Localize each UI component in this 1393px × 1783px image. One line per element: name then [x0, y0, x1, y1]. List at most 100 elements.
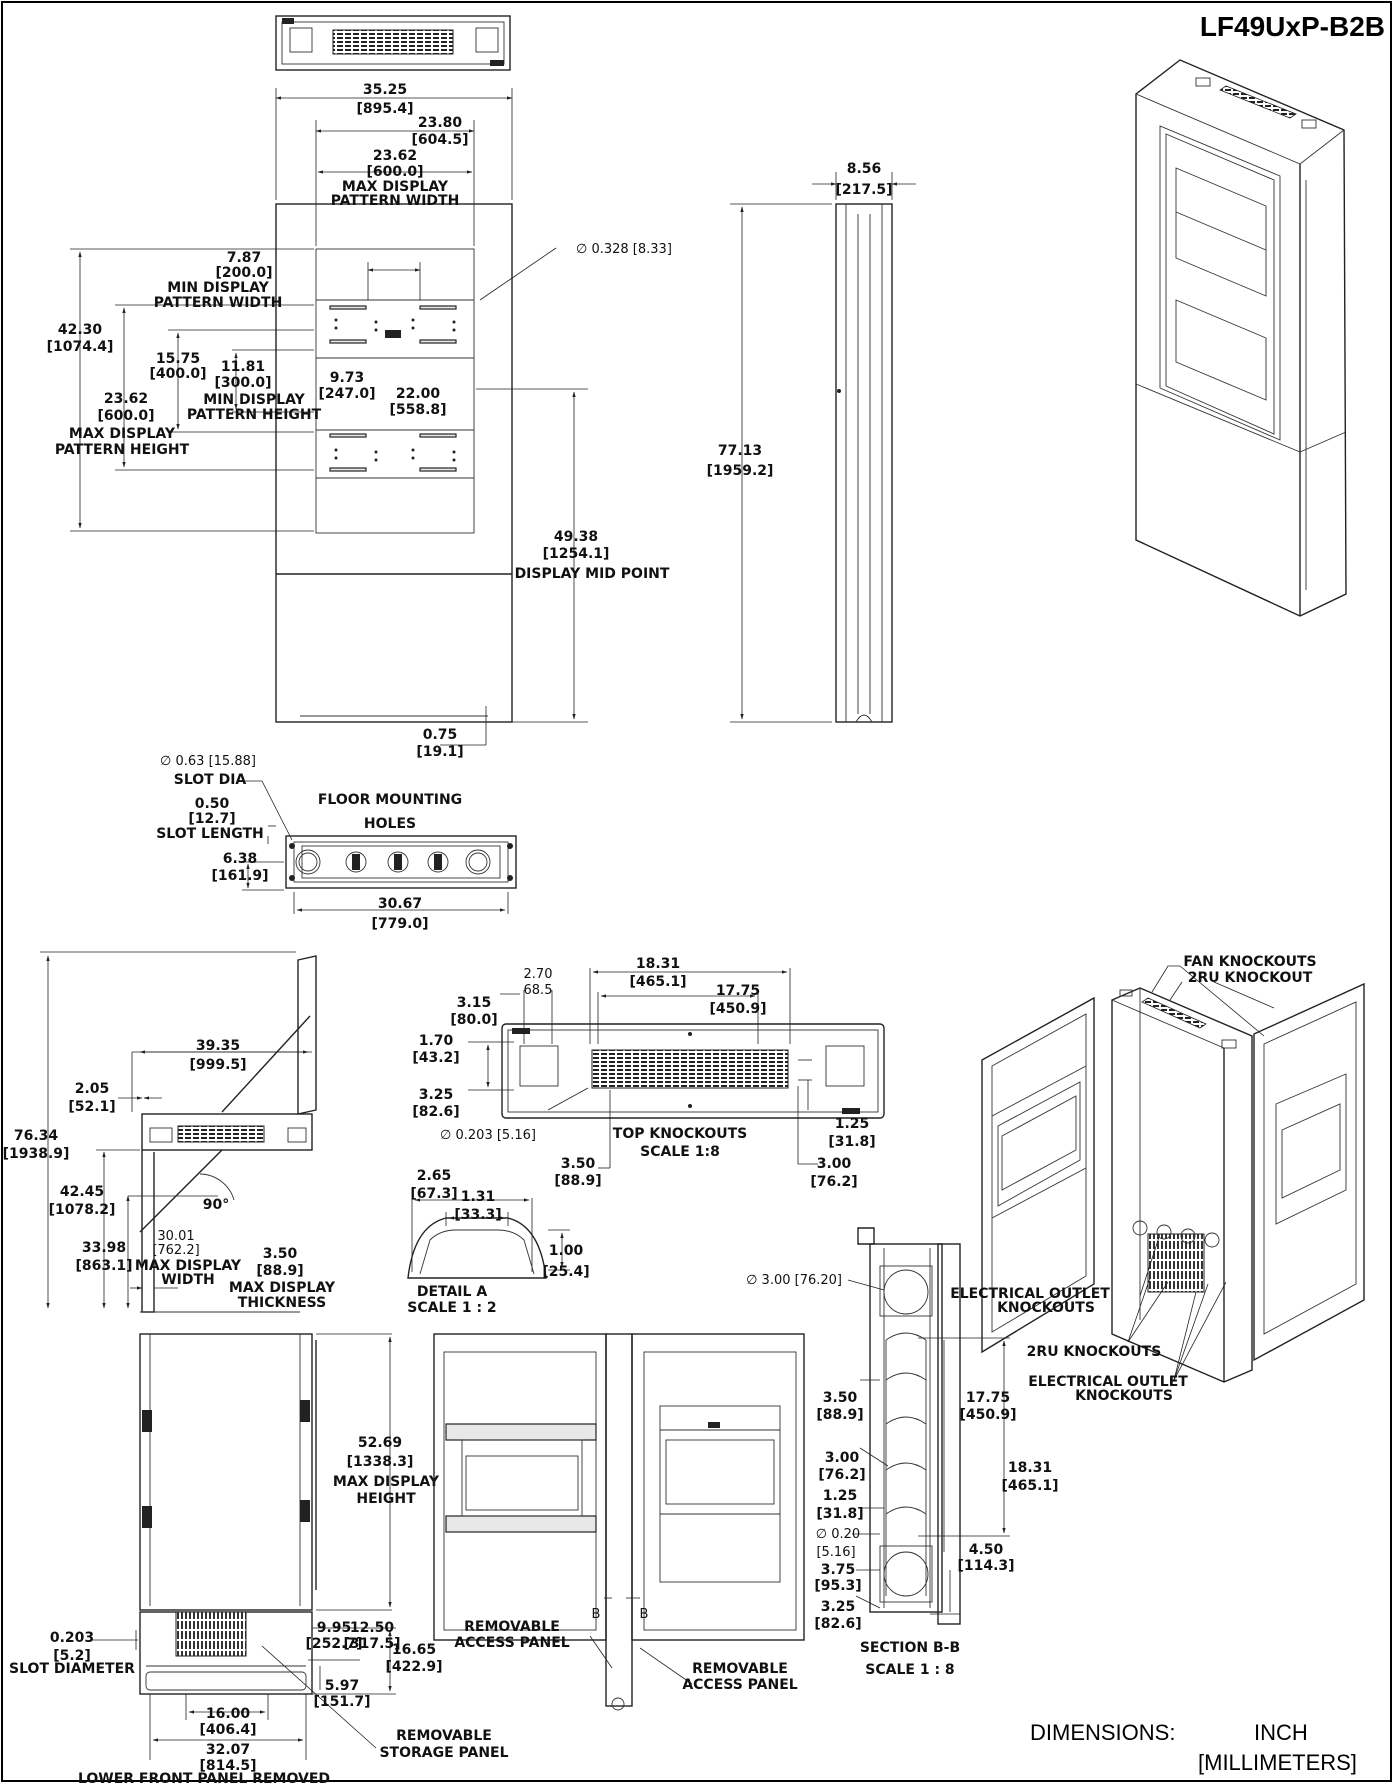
svg-text:[400.0]: [400.0] — [149, 366, 206, 382]
svg-text:DISPLAY MID POINT: DISPLAY MID POINT — [515, 566, 670, 582]
svg-text:B: B — [592, 1607, 601, 1622]
svg-text:MAX DISPLAY: MAX DISPLAY — [333, 1474, 440, 1490]
svg-text:[88.9]: [88.9] — [554, 1173, 601, 1189]
svg-text:15.75: 15.75 — [156, 351, 200, 367]
svg-text:ACCESS PANEL: ACCESS PANEL — [682, 1677, 797, 1693]
svg-text:[863.1]: [863.1] — [75, 1258, 132, 1274]
svg-text:[558.8]: [558.8] — [389, 402, 446, 418]
svg-text:[76.2]: [76.2] — [810, 1174, 857, 1190]
lower-front-view — [90, 1333, 396, 1760]
svg-text:3.00: 3.00 — [825, 1450, 860, 1466]
svg-text:SCALE 1:8: SCALE 1:8 — [640, 1144, 720, 1160]
svg-text:[52.1]: [52.1] — [68, 1099, 115, 1115]
iso-view-closed — [1135, 59, 1347, 617]
svg-text:MAX DISPLAY: MAX DISPLAY — [229, 1280, 336, 1296]
svg-text:33.98: 33.98 — [82, 1240, 126, 1256]
svg-text:1.70: 1.70 — [419, 1033, 454, 1049]
svg-text:PATTERN HEIGHT: PATTERN HEIGHT — [55, 442, 190, 458]
top-knockouts-labels: 18.31 [465.1] 2.70 68.5 17.75 [450.9] 3.… — [412, 956, 875, 1190]
svg-text:23.62: 23.62 — [373, 148, 417, 164]
svg-text:REMOVABLE: REMOVABLE — [396, 1728, 492, 1744]
svg-text:23.62: 23.62 — [104, 391, 148, 407]
svg-text:2RU KNOCKOUT: 2RU KNOCKOUT — [1188, 970, 1313, 986]
lower-front-labels: 52.69 [1338.3] MAX DISPLAY HEIGHT 0.203 … — [9, 1435, 509, 1783]
svg-text:PATTERN WIDTH: PATTERN WIDTH — [154, 295, 283, 311]
svg-text:1.31: 1.31 — [461, 1189, 496, 1205]
svg-text:[80.0]: [80.0] — [450, 1012, 497, 1028]
svg-text:[1254.1]: [1254.1] — [543, 546, 610, 562]
svg-text:DETAIL A: DETAIL A — [417, 1284, 487, 1300]
svg-text:[604.5]: [604.5] — [411, 132, 468, 148]
svg-text:[151.7]: [151.7] — [313, 1694, 370, 1710]
svg-text:[88.9]: [88.9] — [256, 1263, 303, 1279]
svg-text:39.35: 39.35 — [196, 1038, 240, 1054]
svg-text:B: B — [640, 1607, 649, 1622]
svg-text:[895.4]: [895.4] — [356, 101, 413, 117]
svg-text:3.50: 3.50 — [561, 1156, 596, 1172]
svg-text:35.25: 35.25 — [363, 82, 407, 98]
svg-text:90°: 90° — [203, 1197, 229, 1213]
dimensions-legend: DIMENSIONS: INCH [MILLIMETERS] — [1030, 1720, 1357, 1775]
svg-text:[450.9]: [450.9] — [959, 1407, 1016, 1423]
top-view-small — [275, 15, 511, 71]
section-b-b-view — [847, 1227, 1010, 1625]
svg-text:42.45: 42.45 — [60, 1184, 104, 1200]
svg-text:MAX DISPLAY: MAX DISPLAY — [342, 179, 449, 195]
front-view — [70, 88, 588, 746]
svg-text:[1959.2]: [1959.2] — [707, 463, 774, 479]
svg-text:2.70: 2.70 — [524, 967, 553, 982]
floor-mounting-view — [242, 780, 517, 914]
svg-text:∅ 3.00 [76.20]: ∅ 3.00 [76.20] — [746, 1273, 842, 1288]
svg-text:[779.0]: [779.0] — [371, 916, 428, 932]
svg-text:[MILLIMETERS]: [MILLIMETERS] — [1198, 1750, 1357, 1775]
svg-text:[999.5]: [999.5] — [189, 1057, 246, 1073]
svg-text:2.05: 2.05 — [75, 1081, 110, 1097]
svg-text:1.00: 1.00 — [549, 1243, 584, 1259]
svg-text:[76.2]: [76.2] — [818, 1467, 865, 1483]
front-open-doors-view — [433, 1333, 805, 1711]
svg-text:3.75: 3.75 — [821, 1562, 856, 1578]
svg-text:[406.4]: [406.4] — [199, 1722, 256, 1738]
svg-text:[600.0]: [600.0] — [366, 164, 423, 180]
svg-text:INCH: INCH — [1254, 1720, 1308, 1745]
product-title: LF49UxP-B2B — [1200, 11, 1385, 42]
svg-text:5.97: 5.97 — [325, 1678, 360, 1694]
detail-a-labels: 2.65 [67.3] 1.31 [33.3] 1.00 [25.4] DETA… — [407, 1168, 589, 1316]
svg-text:3.00: 3.00 — [817, 1156, 852, 1172]
svg-text:1.25: 1.25 — [823, 1488, 858, 1504]
svg-text:SLOT DIAMETER: SLOT DIAMETER — [9, 1661, 135, 1677]
svg-text:1.25: 1.25 — [835, 1116, 870, 1132]
svg-text:3.50: 3.50 — [823, 1390, 858, 1406]
svg-text:[161.9]: [161.9] — [211, 868, 268, 884]
svg-text:[217.5]: [217.5] — [835, 182, 892, 198]
svg-text:8.56: 8.56 — [847, 161, 882, 177]
svg-text:ELECTRICAL OUTLET: ELECTRICAL OUTLET — [950, 1286, 1110, 1302]
svg-text:HOLES: HOLES — [364, 816, 416, 832]
svg-text:42.30: 42.30 — [58, 322, 103, 338]
svg-text:SCALE 1 : 8: SCALE 1 : 8 — [865, 1662, 954, 1678]
svg-text:6.38: 6.38 — [223, 851, 258, 867]
svg-text:HEIGHT: HEIGHT — [356, 1491, 416, 1507]
svg-text:0.203: 0.203 — [50, 1630, 94, 1646]
svg-text:[762.2]: [762.2] — [152, 1243, 199, 1258]
svg-text:0.75: 0.75 — [423, 727, 458, 743]
top-knockouts-view — [468, 968, 885, 1169]
svg-text:[300.0]: [300.0] — [214, 375, 271, 391]
front-view-labels: 35.25 [895.4] 23.80 [604.5] 23.62 [600.0… — [47, 82, 672, 760]
svg-text:77.13: 77.13 — [718, 443, 762, 459]
svg-text:3.25: 3.25 — [821, 1599, 856, 1615]
svg-text:FAN KNOCKOUTS: FAN KNOCKOUTS — [1183, 954, 1316, 970]
svg-text:WIDTH: WIDTH — [161, 1272, 215, 1288]
svg-text:[247.0]: [247.0] — [318, 386, 375, 402]
svg-text:[19.1]: [19.1] — [416, 744, 463, 760]
svg-text:76.34: 76.34 — [14, 1128, 59, 1144]
svg-text:SLOT DIA: SLOT DIA — [174, 772, 247, 788]
svg-text:16.00: 16.00 — [206, 1706, 251, 1722]
detail-a-view — [407, 1198, 570, 1279]
svg-text:[82.6]: [82.6] — [412, 1104, 459, 1120]
svg-text:TOP KNOCKOUTS: TOP KNOCKOUTS — [613, 1126, 747, 1142]
svg-text:[600.0]: [600.0] — [97, 408, 154, 424]
svg-text:17.75: 17.75 — [966, 1390, 1010, 1406]
svg-text:LOWER FRONT PANEL REMOVED: LOWER FRONT PANEL REMOVED — [78, 1771, 330, 1783]
svg-text:9.73: 9.73 — [330, 370, 365, 386]
